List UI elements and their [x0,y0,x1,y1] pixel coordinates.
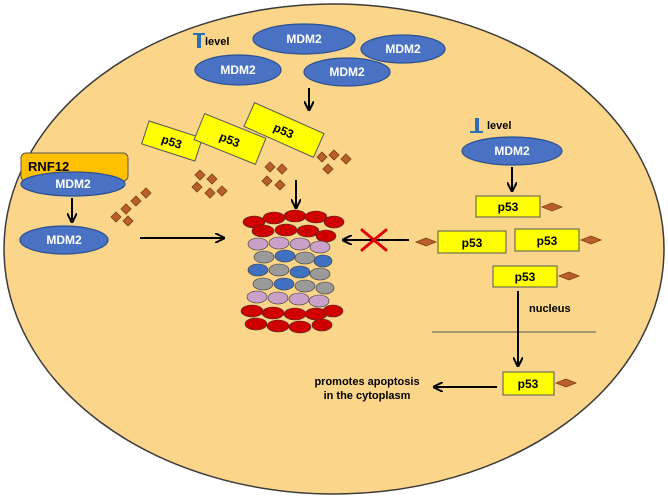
mdm2-right: MDM2 [461,136,563,166]
mdm2-top-1: MDM2 [252,23,356,55]
p53-tilted-3: p53 [243,102,325,158]
p53-label: p53 [518,377,539,391]
proteasome-icon [240,209,345,334]
ubiquitin-chain-left [110,187,152,227]
p53-right-3: p53 [514,228,603,252]
mdm2-label: MDM2 [385,42,421,56]
cell-body [3,3,665,495]
p53-label: p53 [462,236,483,250]
up-arrow-icon [193,33,205,48]
ubiquitin-chains-center [191,149,352,199]
mdm2-top-4: MDM2 [303,57,391,87]
mdm2-label: MDM2 [286,32,322,46]
p53-label: p53 [160,132,184,152]
apoptosis-label-line1: promotes apoptosis [314,376,419,388]
mdm2-label: MDM2 [329,65,365,79]
mdm2-label: MDM2 [220,63,256,77]
mdm2-top-3: MDM2 [194,54,282,86]
mdm2-label: MDM2 [46,233,82,247]
level-up-label: level [205,36,229,48]
mdm2-label: MDM2 [494,144,530,158]
p53-label: p53 [515,270,536,284]
nucleus-label: nucleus [529,303,571,315]
down-arrow-icon [470,118,483,133]
p53-right-4: p53 [492,265,581,288]
mdm2-left: MDM2 [19,225,109,255]
p53-label: p53 [537,234,558,248]
p53-right-1: p53 [475,195,564,218]
mdm2-top-2: MDM2 [360,34,446,64]
p53-nucleus: p53 [502,371,578,396]
mdm2-cluster-top: MDM2 MDM2 MDM2 MDM2 [194,23,446,87]
mdm2-label: MDM2 [55,177,91,191]
p53-label: p53 [498,200,519,214]
p53-tilted-1: p53 [141,120,203,162]
level-down-label: level [487,120,511,132]
apoptosis-label-line2: in the cytoplasm [324,390,411,402]
cross-icon [360,228,388,252]
rnf12-label: RNF12 [28,159,69,174]
rnf12-mdm2-complex: RNF12 MDM2 [20,152,129,197]
p53-tilted-2: p53 [193,113,267,165]
p53-right-2: p53 [414,230,507,254]
